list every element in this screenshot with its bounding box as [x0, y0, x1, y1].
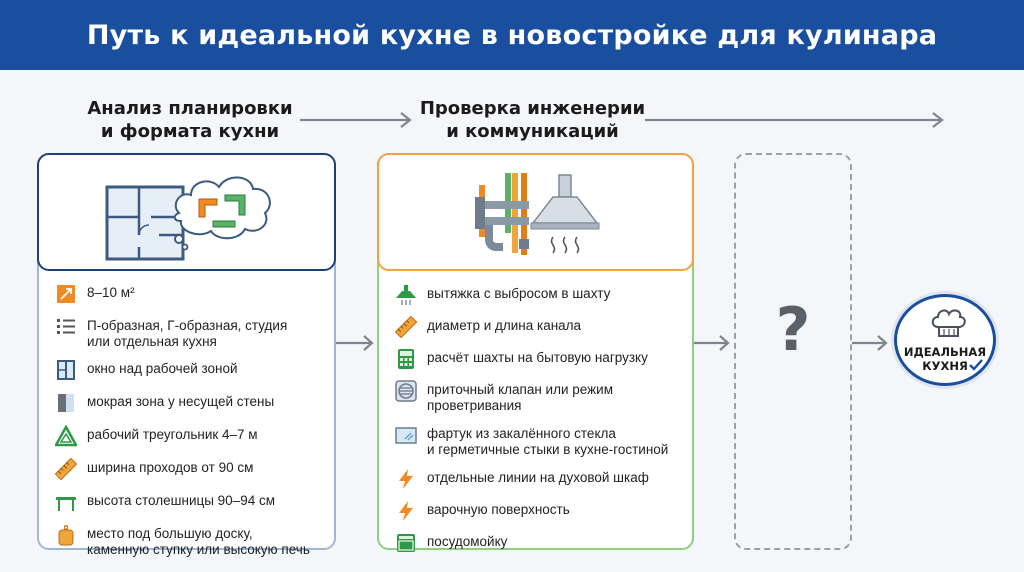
list-item: место под большую доску, каменную ступку… — [55, 525, 335, 558]
stage-2-card: вытяжка с выбросом в шахту диаметр и дли… — [377, 153, 694, 552]
glass-icon — [395, 427, 417, 444]
header-banner: Путь к идеальной кухне в новостройке для… — [0, 0, 1024, 70]
list-item: варочную поверхность — [395, 501, 695, 522]
pipes-and-hood-icon — [475, 173, 600, 255]
stage-1-title: Анализ планировки и формата кухни — [87, 98, 293, 142]
lightning-icon — [399, 501, 413, 521]
floor-plan-icon — [105, 176, 271, 261]
list-item: мокрая зона у несущей стены — [55, 394, 335, 414]
vent-icon — [395, 380, 417, 402]
hood-icon — [530, 174, 600, 254]
list-item: 8–10 м² — [55, 285, 335, 305]
thought-cloud-icon — [173, 176, 271, 251]
pipes-icon — [475, 173, 529, 255]
list-item: П-образная, Г-образная, студия или отдел… — [55, 318, 335, 350]
hood-icon — [396, 285, 416, 305]
unknown-stage-card: ? — [734, 153, 852, 550]
checkmark-icon — [969, 359, 983, 371]
cutting-board-icon — [58, 525, 74, 546]
stage-1-checklist: 8–10 м² П-образная, Г-образная, студия и… — [55, 285, 335, 558]
page-title: Путь к идеальной кухне в новостройке для… — [86, 19, 938, 51]
list-item: посудомойку — [395, 534, 695, 554]
stage-1-card: 8–10 м² П-образная, Г-образная, студия и… — [37, 153, 336, 557]
triangle-icon — [55, 425, 77, 447]
list-item: фартук из закалённого стекла и герметичн… — [395, 426, 695, 458]
stage-2-illustration — [377, 153, 694, 271]
ruler-icon — [55, 458, 77, 480]
window-icon — [57, 360, 75, 380]
lightning-icon — [399, 469, 413, 489]
stage-1-illustration — [37, 153, 336, 271]
calculator-icon — [398, 349, 414, 369]
list-item: рабочий треугольник 4–7 м — [55, 425, 335, 447]
question-mark: ? — [775, 295, 811, 365]
list-item: приточный клапан или режим проветривания — [395, 380, 695, 414]
ruler-icon — [395, 316, 417, 338]
stage-2-title: Проверка инженерии и коммуникаций — [419, 98, 646, 142]
list-item: вытяжка с выбросом в шахту — [395, 285, 695, 306]
mid-arrow-3 — [852, 335, 888, 351]
list-item: окно над рабочей зоной — [55, 360, 335, 381]
goal-label: ИДЕАЛЬНАЯ КУХНЯ — [903, 345, 987, 373]
mid-arrow-2 — [694, 335, 730, 351]
top-arrow-1 — [300, 112, 412, 128]
list-icon — [57, 319, 75, 334]
goal-badge: ИДЕАЛЬНАЯ КУХНЯ — [894, 294, 996, 386]
list-item: расчёт шахты на бытовую нагрузку — [395, 349, 695, 370]
chef-hat-icon — [931, 309, 966, 337]
stage-2-checklist: вытяжка с выбросом в шахту диаметр и дли… — [395, 285, 695, 554]
table-icon — [56, 497, 76, 511]
list-item: ширина проходов от 90 см — [55, 458, 335, 480]
list-item: отдельные линии на духовой шкаф — [395, 469, 695, 490]
dishwasher-icon — [397, 534, 415, 552]
mid-arrow-1 — [336, 335, 374, 351]
area-icon — [57, 285, 75, 303]
list-item: высота столешницы 90–94 см — [55, 493, 335, 513]
wall-icon — [58, 394, 74, 412]
list-item: диаметр и длина канала — [395, 316, 695, 338]
top-arrow-2 — [645, 112, 944, 128]
